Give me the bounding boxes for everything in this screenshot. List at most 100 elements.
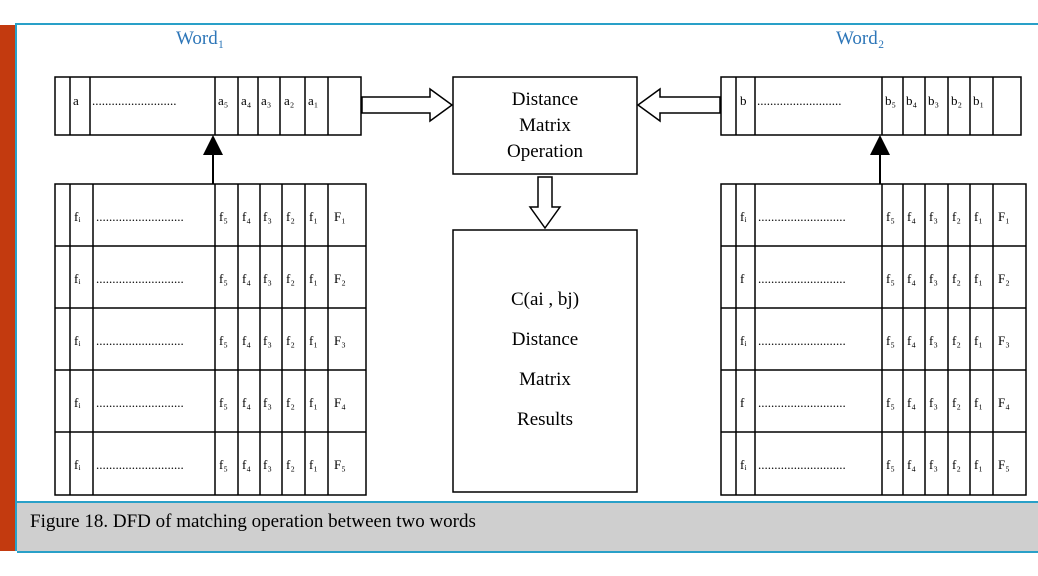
word2-feature-cell: f₂	[952, 209, 961, 224]
word1-feature-label: F₅	[334, 457, 346, 472]
word1-feature-cell: f₁	[309, 271, 318, 286]
word1-feature-cell: f₃	[263, 333, 272, 348]
word2-feature-cell: f₁	[974, 271, 983, 286]
word2-row-cell: b₃	[928, 93, 939, 108]
word1-row-cell: a₅	[218, 93, 228, 108]
word1-feature-lead: fᵢ	[74, 333, 81, 348]
word2-feature-lead: fᵢ	[740, 209, 747, 224]
word2-feature-dots: ...........................	[758, 457, 846, 472]
word1-feature-cell: f₅	[219, 271, 228, 286]
word1-row-lead: a	[73, 93, 79, 108]
word2-feature-cell: f₂	[952, 395, 961, 410]
word1-feature-lead: fᵢ	[74, 457, 81, 472]
figure-frame-top	[15, 23, 1038, 25]
word1-to-operation-arrow	[361, 87, 454, 123]
word2-feature-label: F₂	[998, 271, 1010, 286]
word1-feature-cell: f₅	[219, 395, 228, 410]
word2-row-lead: b	[740, 93, 747, 108]
word2-feature-dots: ...........................	[758, 209, 846, 224]
word2-row-cell: b₅	[885, 93, 896, 108]
word2-sequence-row	[720, 76, 1022, 136]
results-label: C(ai , bj) Distance Matrix Results	[453, 280, 637, 440]
word2-feature-lead: fᵢ	[740, 457, 747, 472]
word1-feature-cell: f₁	[309, 209, 318, 224]
word2-feature-cell: f₃	[929, 457, 938, 472]
word2-to-operation-arrow	[636, 87, 721, 123]
word2-feature-cell: f₁	[974, 209, 983, 224]
word2-feature-cell: f₃	[929, 395, 938, 410]
word2-feature-cell: f₃	[929, 271, 938, 286]
word2-row-dots: ..........................	[757, 93, 842, 108]
word1-feature-cell: f₅	[219, 457, 228, 472]
word2-feature-lead: f	[740, 271, 745, 286]
word2-feature-cell: f₄	[907, 271, 916, 286]
word1-feature-cell: f₅	[219, 333, 228, 348]
figure-caption: Figure 18. DFD of matching operation bet…	[30, 511, 476, 532]
word2-feature-cell: f₂	[952, 333, 961, 348]
word2-title: Word₂	[836, 28, 885, 49]
operation-line-2: Matrix	[519, 115, 571, 136]
figure-frame-left	[15, 23, 17, 551]
word1-feature-cell: f₁	[309, 333, 318, 348]
word1-feature-cell: f₂	[286, 333, 295, 348]
word1-feature-dots: ...........................	[96, 209, 184, 224]
word1-feature-cell: f₃	[263, 271, 272, 286]
results-line-1: C(ai , bj)	[510, 289, 580, 310]
word2-feature-cell: f₁	[974, 395, 983, 410]
word1-feature-cell: f₄	[242, 333, 251, 348]
word1-row-cell: a₄	[241, 93, 252, 108]
word2-feature-cell: f₃	[929, 333, 938, 348]
word1-row-cell: a₁	[308, 93, 318, 108]
word1-feature-cell: f₁	[309, 457, 318, 472]
word1-feature-dots: ...........................	[96, 395, 184, 410]
word1-feature-cell: f₃	[263, 457, 272, 472]
word2-feature-dots: ...........................	[758, 271, 846, 286]
word1-feature-lead: fᵢ	[74, 271, 81, 286]
results-line-3: Matrix	[519, 369, 571, 390]
word2-feature-lead: fᵢ	[740, 333, 747, 348]
word2-feature-cell: f₄	[907, 457, 916, 472]
word1-feature-label: F₃	[334, 333, 346, 348]
word1-title: Word₁	[176, 28, 225, 49]
word1-feature-cell: f₄	[242, 209, 251, 224]
word1-feature-cell: f₃	[263, 209, 272, 224]
word2-feature-dots: ...........................	[758, 395, 846, 410]
word2-feature-cell: f₅	[886, 457, 895, 472]
word2-feature-cell: f₁	[974, 457, 983, 472]
word2-feature-cell: f₃	[929, 209, 938, 224]
operation-line-3: Operation	[507, 141, 583, 162]
word1-feature-cell: f₂	[286, 209, 295, 224]
word2-feature-cell: f₅	[886, 271, 895, 286]
word1-row-dots: ..........................	[92, 93, 177, 108]
word2-feature-label: F₁	[998, 209, 1010, 224]
word1-feature-lead: fᵢ	[74, 209, 81, 224]
results-line-2: Distance	[511, 329, 579, 350]
word2-feature-label: F₃	[998, 333, 1010, 348]
word1-row-cell: a₂	[284, 93, 294, 108]
word2-row-cell: b₂	[951, 93, 962, 108]
word2-feature-cell: f₄	[907, 333, 916, 348]
word1-feature-cell: f₂	[286, 457, 295, 472]
distance-matrix-results-box	[452, 229, 638, 493]
word2-feature-cell: f₄	[907, 395, 916, 410]
results-line-4: Results	[517, 409, 573, 430]
word1-feature-cell: f₄	[242, 395, 251, 410]
word1-feature-label: F₄	[334, 395, 346, 410]
left-accent-bar	[0, 25, 15, 551]
word1-feature-dots: ...........................	[96, 271, 184, 286]
word1-feature-cell: f₄	[242, 457, 251, 472]
word2-feature-cell: f₅	[886, 395, 895, 410]
word2-row-cell: b₄	[906, 93, 918, 108]
word1-feature-cell: f₂	[286, 271, 295, 286]
word1-features-table	[54, 183, 367, 496]
word1-feature-cell: f₄	[242, 271, 251, 286]
word2-feature-cell: f₂	[952, 457, 961, 472]
word2-row-cell: b₁	[973, 93, 984, 108]
word2-feature-cell: f₁	[974, 333, 983, 348]
word2-feature-cell: f₄	[907, 209, 916, 224]
word1-feature-dots: ...........................	[96, 457, 184, 472]
word1-feature-label: F₁	[334, 209, 346, 224]
word1-feature-lead: fᵢ	[74, 395, 81, 410]
word2-feature-cell: f₅	[886, 209, 895, 224]
